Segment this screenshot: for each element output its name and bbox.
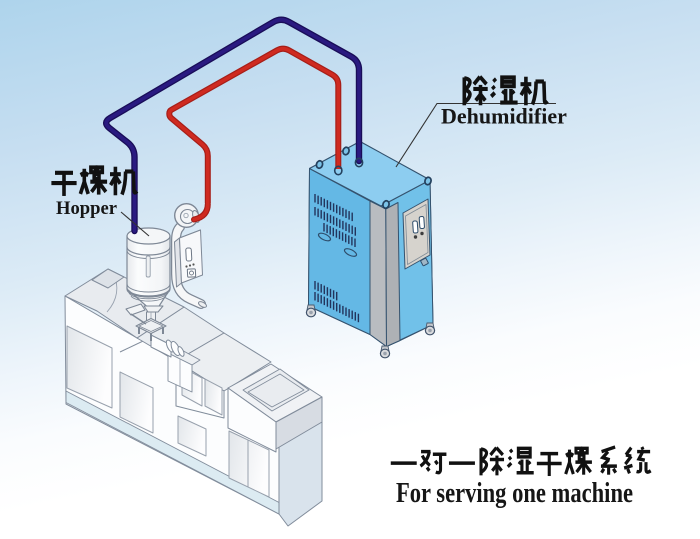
svg-text:For serving one machine: For serving one machine [396, 477, 633, 509]
svg-text:Dehumidifier: Dehumidifier [441, 104, 567, 129]
svg-text:Hopper: Hopper [56, 198, 117, 219]
